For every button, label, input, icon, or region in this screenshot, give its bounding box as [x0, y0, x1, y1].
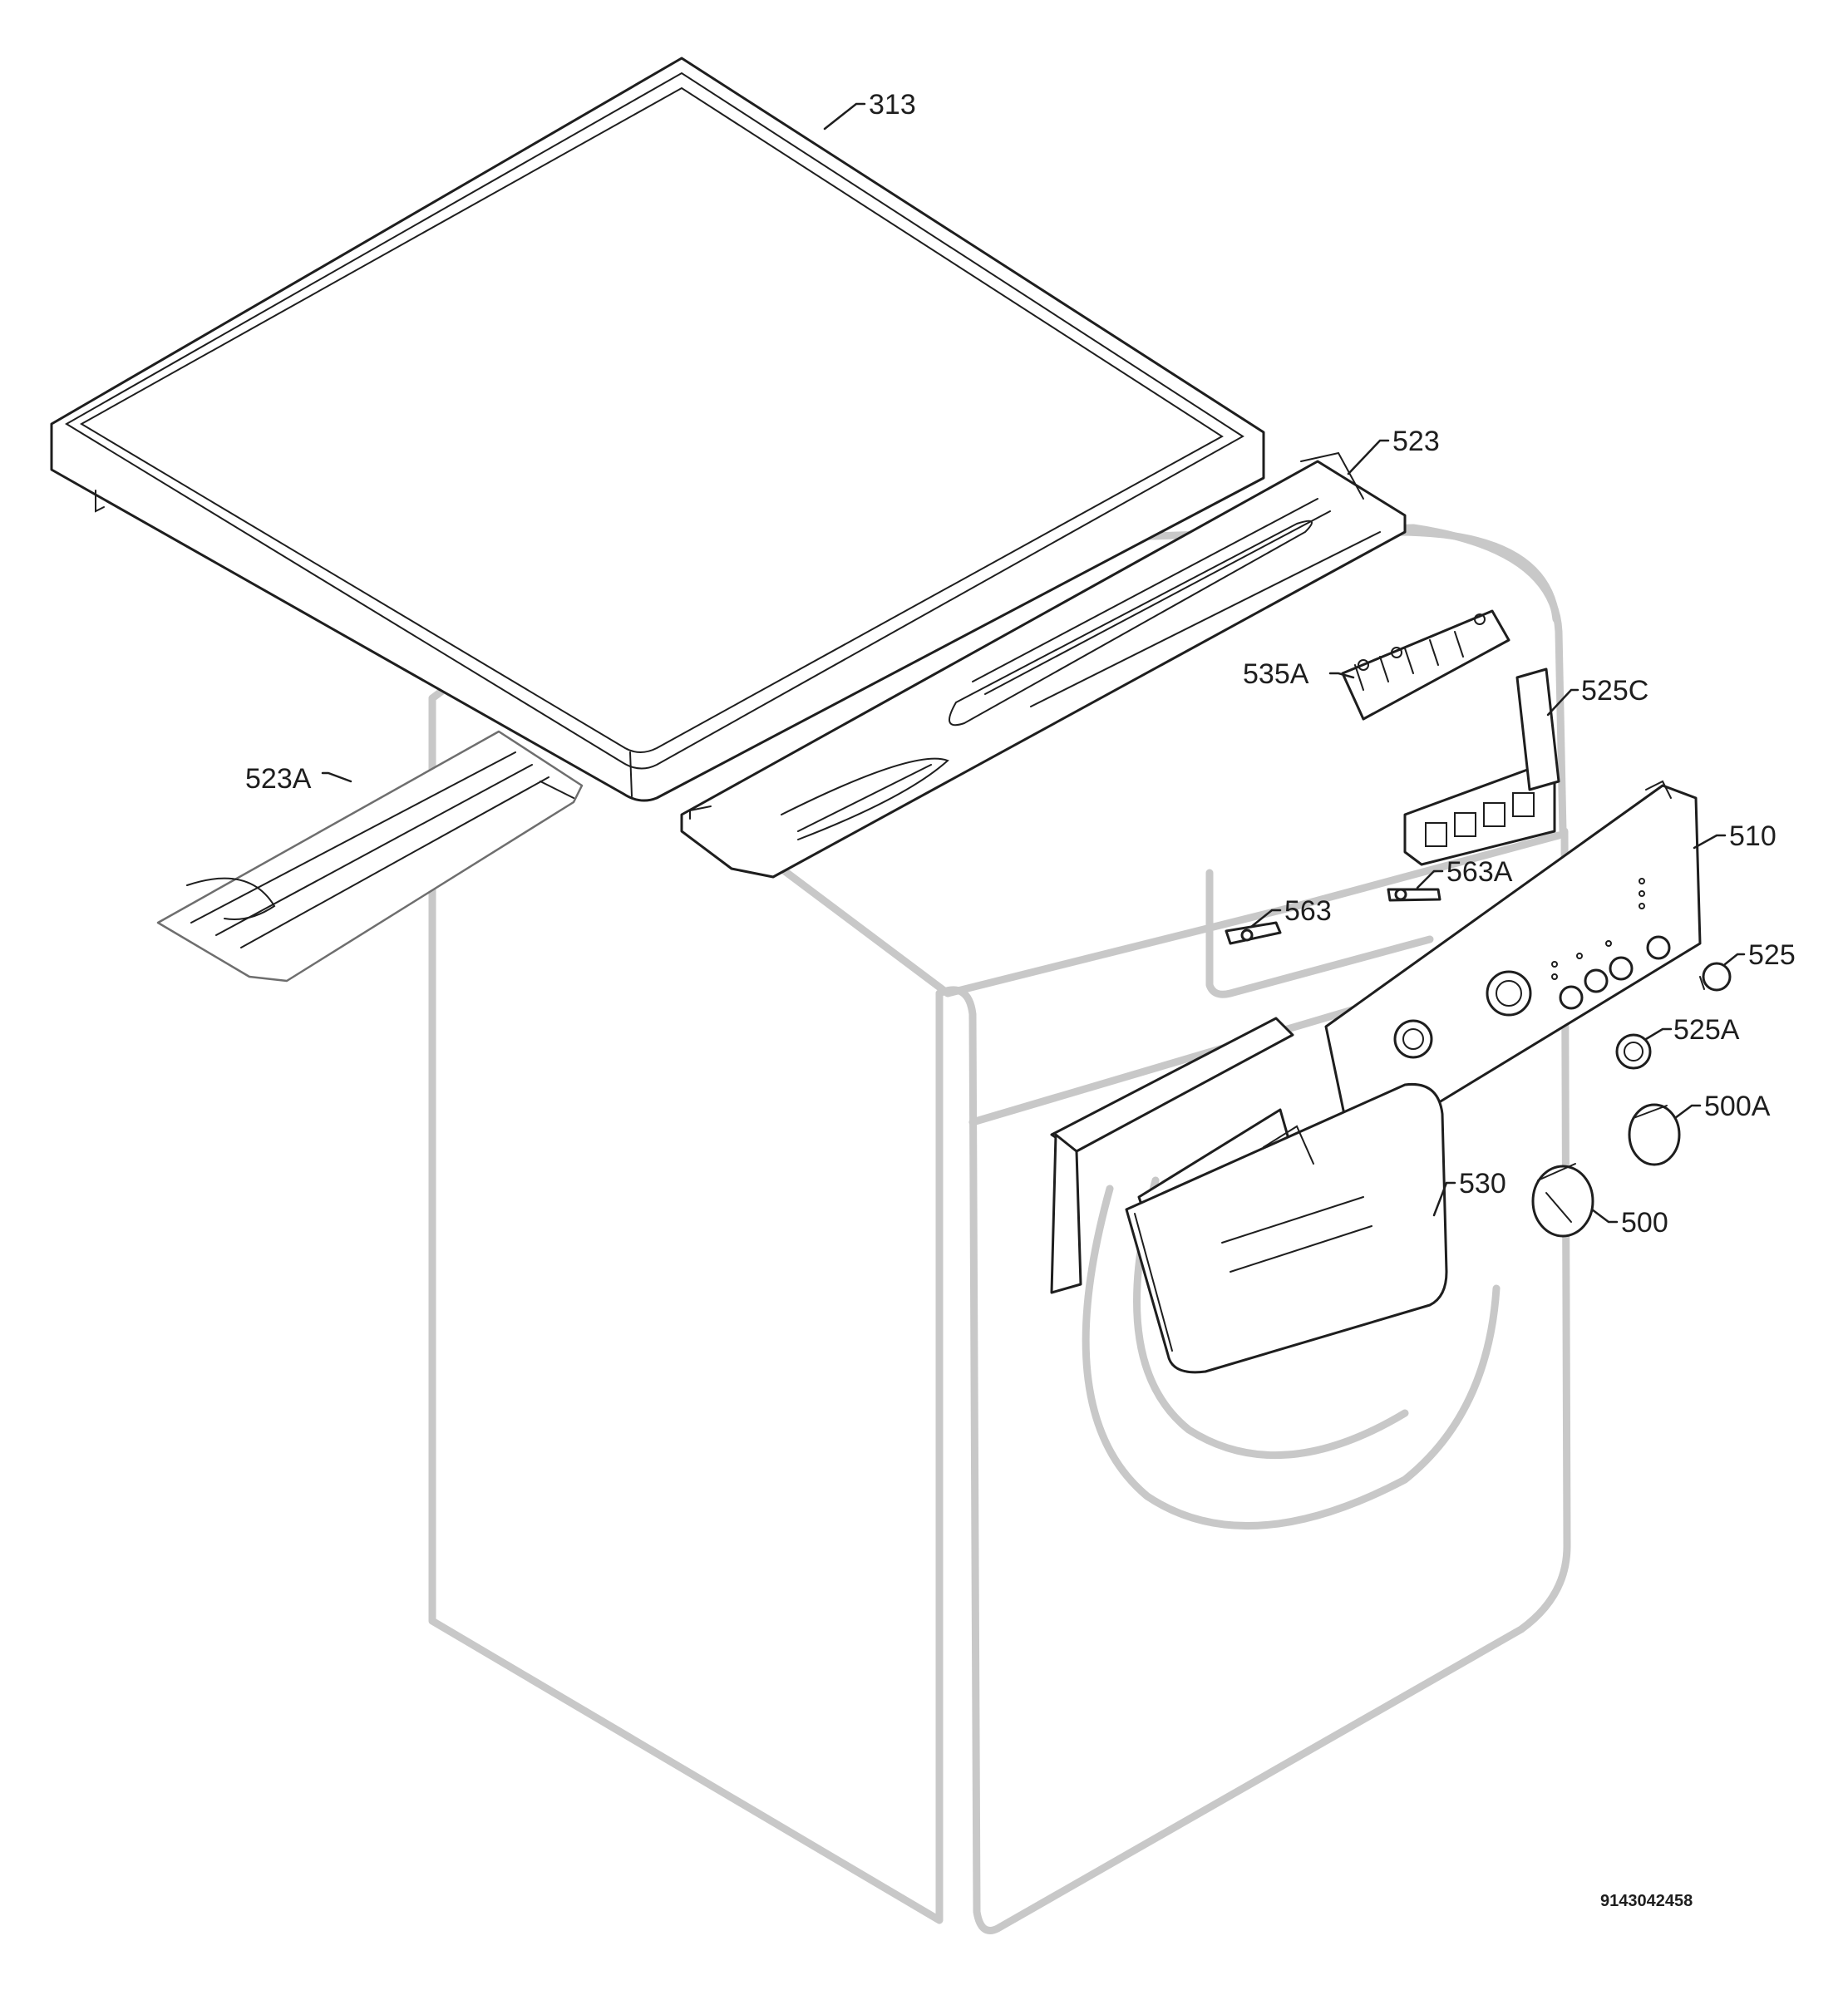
leader-525 [1723, 953, 1746, 966]
leader-563A [1416, 869, 1444, 889]
light-guide-563 [1225, 921, 1282, 945]
callout-525: 525 [1748, 939, 1796, 971]
leader-525C [1546, 688, 1579, 717]
callout-535A: 535A [1243, 658, 1309, 690]
callout-510: 510 [1729, 820, 1777, 852]
callout-525A: 525A [1673, 1014, 1740, 1046]
detergent-drawer [1050, 1017, 1448, 1374]
leader-313 [823, 102, 866, 131]
callout-313: 313 [869, 89, 916, 121]
push-button-525 [1699, 962, 1732, 992]
switch-board [1403, 667, 1560, 866]
leader-525A [1644, 1027, 1673, 1041]
knob-500A [1628, 1103, 1681, 1166]
callout-525C: 525C [1581, 675, 1648, 707]
callout-500: 500 [1621, 1207, 1668, 1239]
leader-535A [1328, 672, 1355, 679]
leader-530 [1432, 1181, 1456, 1217]
leader-500 [1590, 1208, 1619, 1224]
callout-530: 530 [1459, 1168, 1506, 1199]
drawing-code: 9143042458 [1600, 1892, 1693, 1910]
callout-523A: 523A [245, 763, 312, 795]
push-button-525A [1615, 1033, 1652, 1070]
leader-510 [1693, 834, 1727, 850]
leader-523 [1347, 439, 1390, 475]
rear-rail-bracket [156, 730, 584, 983]
front-rail-bracket [680, 451, 1407, 879]
knob-500 [1531, 1163, 1594, 1238]
leader-563 [1249, 909, 1282, 929]
control-panel-fascia [1324, 780, 1702, 1128]
callout-523: 523 [1392, 426, 1440, 457]
worktop-lid [50, 57, 1265, 802]
light-guide-563A [1387, 888, 1441, 902]
callout-563A: 563A [1446, 856, 1513, 888]
connector-block [1341, 609, 1510, 721]
callout-500A: 500A [1704, 1091, 1771, 1122]
leader-500A [1673, 1104, 1702, 1120]
callout-563: 563 [1284, 895, 1332, 927]
leader-523A [321, 771, 352, 783]
